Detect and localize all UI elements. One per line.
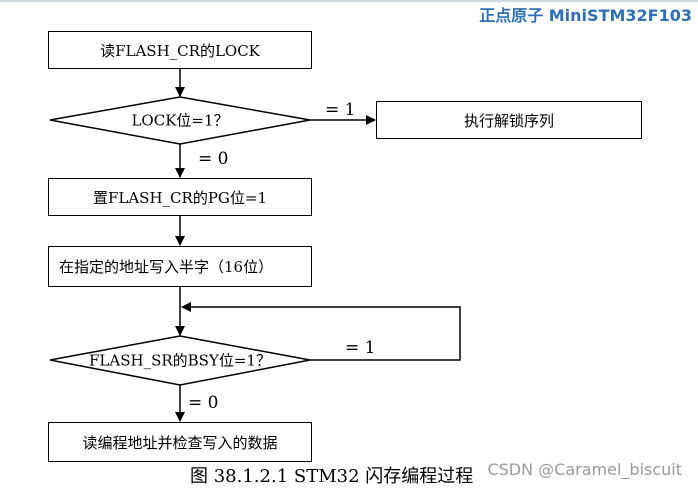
step-write-halfword-label: 在指定的地址写入半字（16位） [59, 258, 274, 276]
step-verify: 读编程地址并检查写入的数据 [48, 422, 312, 462]
step-unlock: 执行解锁序列 [376, 101, 642, 139]
branch-lock-no-label: = 0 [198, 149, 229, 169]
step-set-pg: 置FLASH_CR的PG位=1 [48, 178, 312, 216]
arrow-bsy-loop [181, 302, 461, 361]
branch-bsy-no-label: = 0 [188, 393, 219, 413]
branch-bsy-yes-label: = 1 [345, 338, 376, 358]
decision-bsy-label: FLASH_SR的BSY位=1？ [89, 351, 271, 370]
step-unlock-label: 执行解锁序列 [463, 111, 554, 130]
step-read-lock: 读FLASH_CR的LOCK [48, 31, 312, 69]
step-write-halfword: 在指定的地址写入半字（16位） [48, 246, 312, 287]
watermark: CSDN @Caramel_biscuit [487, 460, 682, 479]
step-read-lock-label: 读FLASH_CR的LOCK [100, 41, 260, 60]
branch-lock-yes-label: = 1 [325, 100, 356, 120]
step-set-pg-label: 置FLASH_CR的PG位=1 [92, 188, 268, 207]
step-verify-label: 读编程地址并检查写入的数据 [82, 433, 278, 452]
header-brand: 正点原子 MiniSTM32F103 [479, 6, 692, 25]
decision-lock-label: LOCK位=1？ [131, 111, 229, 130]
header-rule [0, 0, 698, 2]
figure-caption: 图 38.1.2.1 STM32 闪存编程过程 [190, 466, 474, 487]
